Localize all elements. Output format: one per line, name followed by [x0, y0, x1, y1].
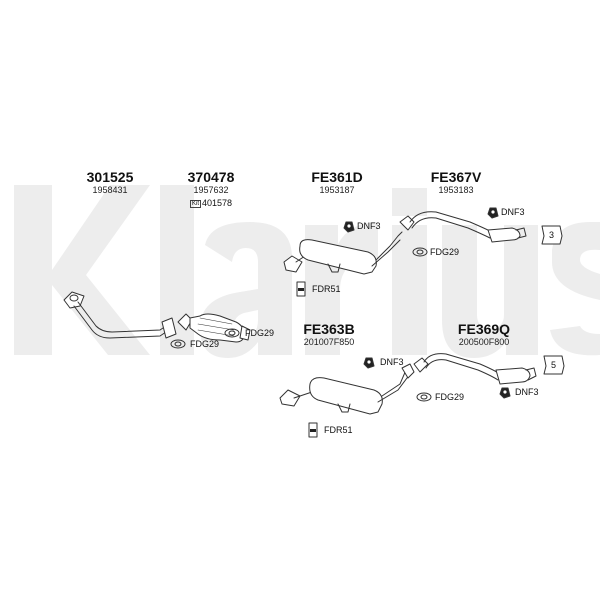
middle-silencer-fe363b[interactable]: [279, 363, 415, 415]
front-pipe-rear-flange: [161, 317, 177, 339]
watermark-letter-s: [550, 222, 600, 356]
front-pipe-tube-upper: [77, 301, 167, 333]
fe367v-tip: [515, 227, 527, 239]
nut-hole: [347, 224, 351, 228]
fe363b-outlet-lower: [377, 373, 411, 403]
front-pipe-301525[interactable]: [63, 291, 177, 339]
fdr51-mount-icon: [308, 422, 318, 438]
fe363b-body: [309, 377, 383, 415]
oem-number-fe363b: 201007F850: [303, 337, 355, 347]
part-code-370478[interactable]: 370478: [187, 169, 235, 185]
tail-pipe-fe369q[interactable]: [413, 353, 537, 385]
fdg29-gasket-icon: [170, 339, 186, 349]
cat-rear-flange: [239, 325, 251, 341]
watermark-letter-u: [442, 225, 538, 358]
fe361d-hanger: [327, 263, 341, 273]
part-code-fe363b[interactable]: FE363B: [303, 321, 355, 337]
cat-body: [189, 313, 245, 343]
dnf3-nut-icon: [499, 387, 511, 399]
dnf3-nut-icon: [363, 357, 375, 369]
fe367v-flange: [399, 215, 415, 231]
fe361d-outlet: [375, 231, 403, 261]
kit-number-text: 401578: [202, 198, 233, 208]
oem-number-301525: 1958431: [92, 185, 128, 195]
fitting-label-dnf3[interactable]: DNF3: [357, 221, 381, 231]
tail-pipe-fe367v[interactable]: [399, 211, 527, 243]
fe363b-hanger: [337, 403, 351, 413]
clamp-3-icon: [541, 225, 563, 245]
fe363b-outlet-flange: [401, 363, 415, 379]
nut-hole: [367, 360, 371, 364]
part-code-fe361d[interactable]: FE361D: [311, 169, 363, 185]
fitting-label-fdr51[interactable]: FDR51: [324, 425, 353, 435]
fe369q-tip: [525, 367, 537, 381]
fdg29-gasket-icon: [412, 247, 428, 257]
fdr51-mount-icon: [296, 281, 306, 297]
catalytic-converter-370478[interactable]: [177, 313, 251, 343]
part-code-fe369q[interactable]: FE369Q: [457, 321, 511, 337]
fdg29-gasket-icon: [416, 392, 432, 402]
fitting-label-dnf3[interactable]: DNF3: [515, 387, 539, 397]
nut-hole: [503, 390, 507, 394]
watermark-letter-i-stem: [392, 225, 427, 355]
oem-number-fe367v: 1953183: [438, 185, 474, 195]
kit-badge-icon: Kit: [190, 200, 202, 208]
middle-silencer-fe361d[interactable]: [283, 231, 403, 275]
fe363b-inlet: [293, 391, 313, 399]
dnf3-nut-icon: [343, 221, 355, 233]
fe361d-flange: [283, 255, 303, 273]
clamp-5-icon: [543, 355, 565, 375]
fitting-label-dnf3[interactable]: DNF3: [380, 357, 404, 367]
part-code-301525[interactable]: 301525: [86, 169, 134, 185]
fe369q-tail-box: [495, 367, 531, 385]
dnf3-nut-icon: [487, 207, 499, 219]
fe367v-tube-lower: [411, 217, 491, 239]
oem-number-fe369q: 200500F800: [458, 337, 510, 347]
fitting-label-fdg29[interactable]: FDG29: [245, 328, 275, 338]
nut-hole: [491, 210, 495, 214]
oem-number-370478: 1957632: [193, 185, 229, 195]
fitting-label-dnf3[interactable]: DNF3: [501, 207, 525, 217]
clamp-label-5: 5: [551, 360, 557, 370]
fdg29-gasket-icon: [224, 328, 240, 338]
fe367v-tube-upper: [409, 211, 493, 233]
fe361d-body: [299, 239, 377, 275]
front-pipe-flange-hole: [69, 294, 79, 302]
watermark-letter-k-stem: [14, 185, 52, 355]
fe363b-outlet: [381, 369, 407, 397]
fitting-label-fdg29[interactable]: FDG29: [435, 392, 465, 402]
front-pipe-tube-lower: [73, 305, 167, 339]
fe369q-tube-upper: [423, 353, 501, 375]
clamp-label-3: 3: [549, 230, 555, 240]
part-code-fe367v[interactable]: FE367V: [430, 169, 482, 185]
fitting-label-fdr51[interactable]: FDR51: [312, 284, 341, 294]
fitting-label-fdg29[interactable]: FDG29: [190, 339, 220, 349]
watermark-letter-i-dot: [392, 188, 427, 216]
fe369q-tube-lower: [425, 359, 499, 381]
fe367v-tail-box: [487, 227, 521, 243]
watermark-letter-k-arms: [52, 185, 150, 355]
fitting-label-fdg29[interactable]: FDG29: [430, 247, 460, 257]
oem-number-fe361d: 1953187: [319, 185, 355, 195]
fe361d-outlet-lower: [371, 239, 401, 267]
fe363b-flange: [279, 389, 301, 407]
cat-body-ribs: [197, 317, 235, 337]
